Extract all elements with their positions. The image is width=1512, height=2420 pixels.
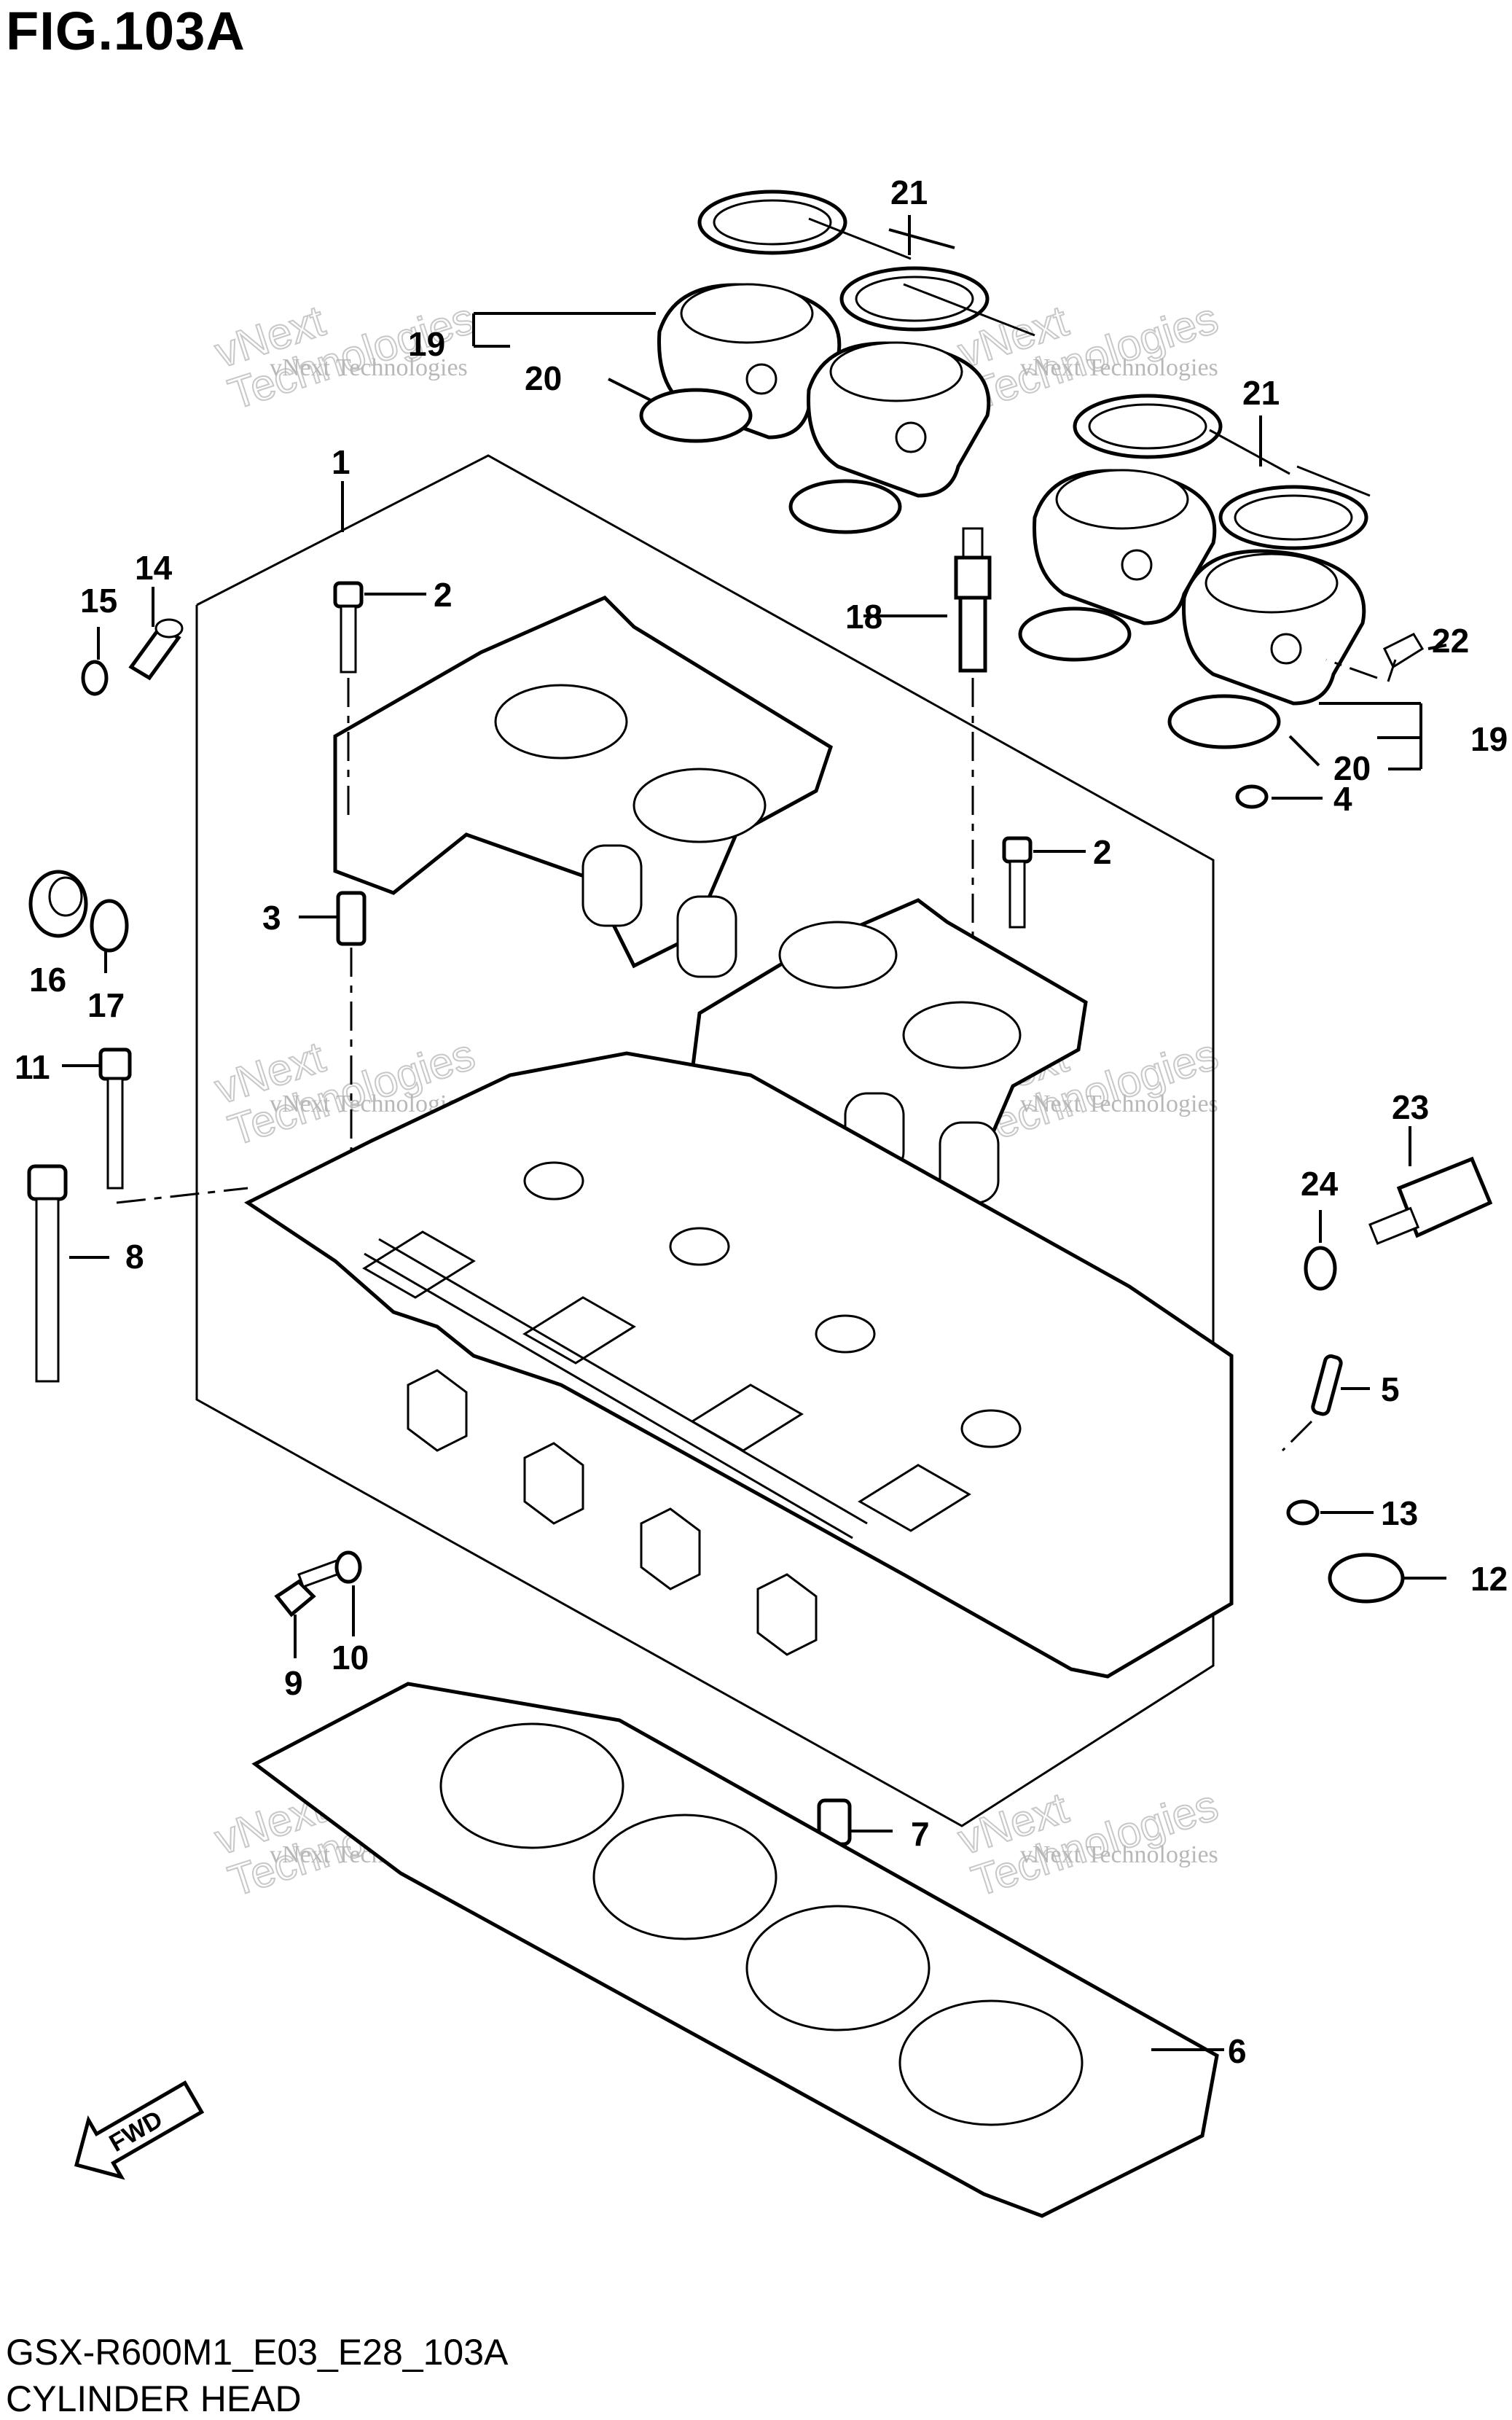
intake-boot-group <box>639 190 1368 749</box>
bolt-9 <box>274 1558 346 1658</box>
bolt-2-left <box>333 581 426 824</box>
callout-16: 16 <box>29 961 66 999</box>
plug-16 <box>28 870 88 938</box>
callout-12: 12 <box>1470 1560 1508 1598</box>
screw-22 <box>1325 633 1425 682</box>
callout-22: 22 <box>1432 622 1469 660</box>
callout-20a: 20 <box>525 359 562 397</box>
callout-18: 18 <box>845 598 882 636</box>
watermark-text: vNext Technologies <box>1020 1090 1218 1117</box>
intake-clamp-group <box>697 190 1368 550</box>
gasket-24 <box>1304 1246 1337 1291</box>
cylinder-head-body <box>244 1051 1234 1679</box>
callout-1: 1 <box>332 443 350 481</box>
cam-holder-left <box>333 596 834 978</box>
intake-boot-2 <box>807 341 991 498</box>
callout-24: 24 <box>1301 1165 1339 1203</box>
watermark-text: vNext Technologies <box>1020 354 1218 381</box>
callout-21a: 21 <box>890 173 928 211</box>
intake-boot-4 <box>1182 549 1366 706</box>
callout-21b: 21 <box>1242 374 1280 412</box>
callout-17: 17 <box>87 986 125 1024</box>
callout-3: 3 <box>262 899 281 937</box>
pin-5 <box>1281 1354 1370 1452</box>
gasket-17 <box>90 899 129 953</box>
bolt-8 <box>27 1164 248 1383</box>
callout-13: 13 <box>1381 1494 1418 1532</box>
callout-2a: 2 <box>434 576 453 614</box>
diagram-name: CYLINDER HEAD <box>6 2378 302 2419</box>
washer-10 <box>334 1550 362 1584</box>
forward-arrow: FWD <box>74 2080 205 2180</box>
watermark-text: vNext Technologies <box>270 354 468 381</box>
callout-6: 6 <box>1228 2032 1247 2070</box>
callout-8: 8 <box>125 1238 144 1276</box>
callout-11: 11 <box>15 1048 50 1086</box>
leader-lines <box>341 215 1447 800</box>
o-ring-13 <box>1286 1499 1320 1526</box>
head-gasket-6 <box>251 1682 1224 2218</box>
callout-19b: 19 <box>1470 720 1508 758</box>
fitting-14 <box>128 587 184 681</box>
diagram-code: GSX-R600M1_E03_E28_103A <box>6 2332 509 2373</box>
callout-2b: 2 <box>1093 833 1112 871</box>
bolt-11 <box>62 1047 132 1190</box>
watermark-text: vNext Technologies <box>1020 1841 1218 1868</box>
cam-holder-right <box>683 898 1088 1220</box>
intake-boot-3 <box>1033 469 1217 625</box>
callout-7: 7 <box>911 1815 930 1853</box>
spark-plug <box>954 527 992 1042</box>
washer-15 <box>81 660 109 696</box>
o-ring-12 <box>1328 1553 1405 1604</box>
callout-23: 23 <box>1392 1088 1429 1126</box>
dowel-3 <box>299 891 367 1203</box>
callout-9: 9 <box>284 1664 303 1702</box>
callout-5: 5 <box>1381 1370 1400 1408</box>
callout-14: 14 <box>135 549 173 587</box>
sensor-23 <box>1368 1126 1493 1245</box>
callout-15: 15 <box>80 582 117 620</box>
washer-4 <box>1235 784 1269 809</box>
callout-10: 10 <box>332 1639 369 1677</box>
callout-20b: 20 <box>1333 749 1371 787</box>
bolt-2-right <box>1002 836 1086 929</box>
callout-labels: 1 2 2 3 4 5 6 7 8 9 10 11 12 13 14 15 16… <box>15 173 1508 2070</box>
callout-19a: 19 <box>408 325 445 363</box>
o-ring-group <box>639 388 1281 749</box>
callout-4: 4 <box>1333 780 1352 818</box>
figure-title: FIG.103A <box>6 1 246 61</box>
